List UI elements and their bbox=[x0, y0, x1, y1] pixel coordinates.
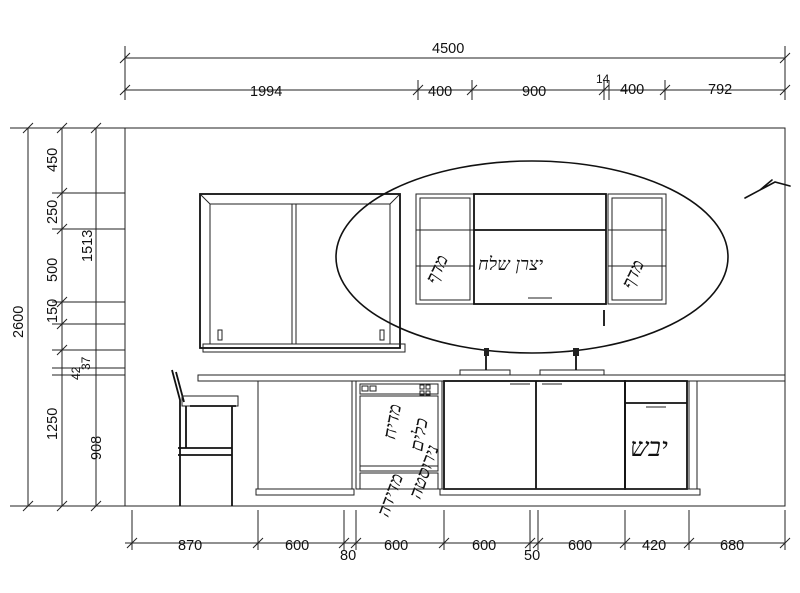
base-cabinets bbox=[255, 380, 701, 496]
dimension-segment-792: 792 bbox=[708, 82, 732, 98]
bar-stool bbox=[171, 369, 239, 506]
dimension-bottom-600b: 600 bbox=[384, 538, 408, 554]
upper-cabinets bbox=[415, 193, 667, 326]
note-window-cabinets: יצרן שלח bbox=[478, 254, 543, 275]
note-drawer-unit: יבש bbox=[630, 433, 668, 463]
dimension-250: 250 bbox=[45, 200, 61, 224]
taps bbox=[459, 348, 605, 376]
dimension-segment-400a: 400 bbox=[428, 84, 452, 100]
dimension-total-height: 2600 bbox=[11, 306, 27, 338]
dimension-bottom-680: 680 bbox=[720, 538, 744, 554]
dimension-segment-14: 14 bbox=[596, 72, 610, 86]
dimension-bottom-600a: 600 bbox=[285, 538, 309, 554]
dimension-base-908: 908 bbox=[89, 436, 105, 460]
window bbox=[199, 193, 406, 353]
dimension-500: 500 bbox=[45, 258, 61, 282]
dimension-bottom-50: 50 bbox=[524, 548, 540, 564]
wall-outline bbox=[124, 127, 786, 507]
note-left-shelf: מדף bbox=[421, 252, 452, 287]
dimension-bottom-420: 420 bbox=[642, 538, 666, 554]
bottom-dimension-group: 870 600 80 600 600 50 600 420 680 bbox=[125, 510, 791, 564]
dimension-segment-1994: 1994 bbox=[250, 84, 282, 100]
note-base-label: מדידה bbox=[373, 471, 408, 520]
annotation-ellipse bbox=[335, 160, 729, 354]
dimension-37: 37 bbox=[79, 356, 93, 370]
dimension-segment-400b: 400 bbox=[620, 82, 644, 98]
dimension-segment-900: 900 bbox=[522, 84, 546, 100]
dimension-42: 42 bbox=[69, 366, 83, 380]
top-dimension-group: 4500 1994 400 900 14 400 792 bbox=[119, 41, 791, 100]
note-right-shelf: מדף bbox=[617, 257, 648, 292]
dimension-bottom-600c: 600 bbox=[472, 538, 496, 554]
dimension-total-width: 4500 bbox=[432, 41, 464, 57]
note-dishwasher-upper: מדיח bbox=[379, 402, 406, 440]
dimension-bottom-80: 80 bbox=[340, 548, 356, 564]
dimension-bottom-870: 870 bbox=[178, 538, 202, 554]
left-dimension-group: 2600 450 250 500 150 37 42 1250 1513 908 bbox=[10, 122, 125, 512]
dimension-450: 450 bbox=[45, 148, 61, 172]
dimension-150: 150 bbox=[45, 299, 61, 323]
annotation-arrow bbox=[744, 179, 791, 199]
dimension-bottom-600d: 600 bbox=[568, 538, 592, 554]
dimension-counter-height: 1250 bbox=[45, 408, 61, 440]
dimension-upper-1513: 1513 bbox=[80, 230, 96, 262]
